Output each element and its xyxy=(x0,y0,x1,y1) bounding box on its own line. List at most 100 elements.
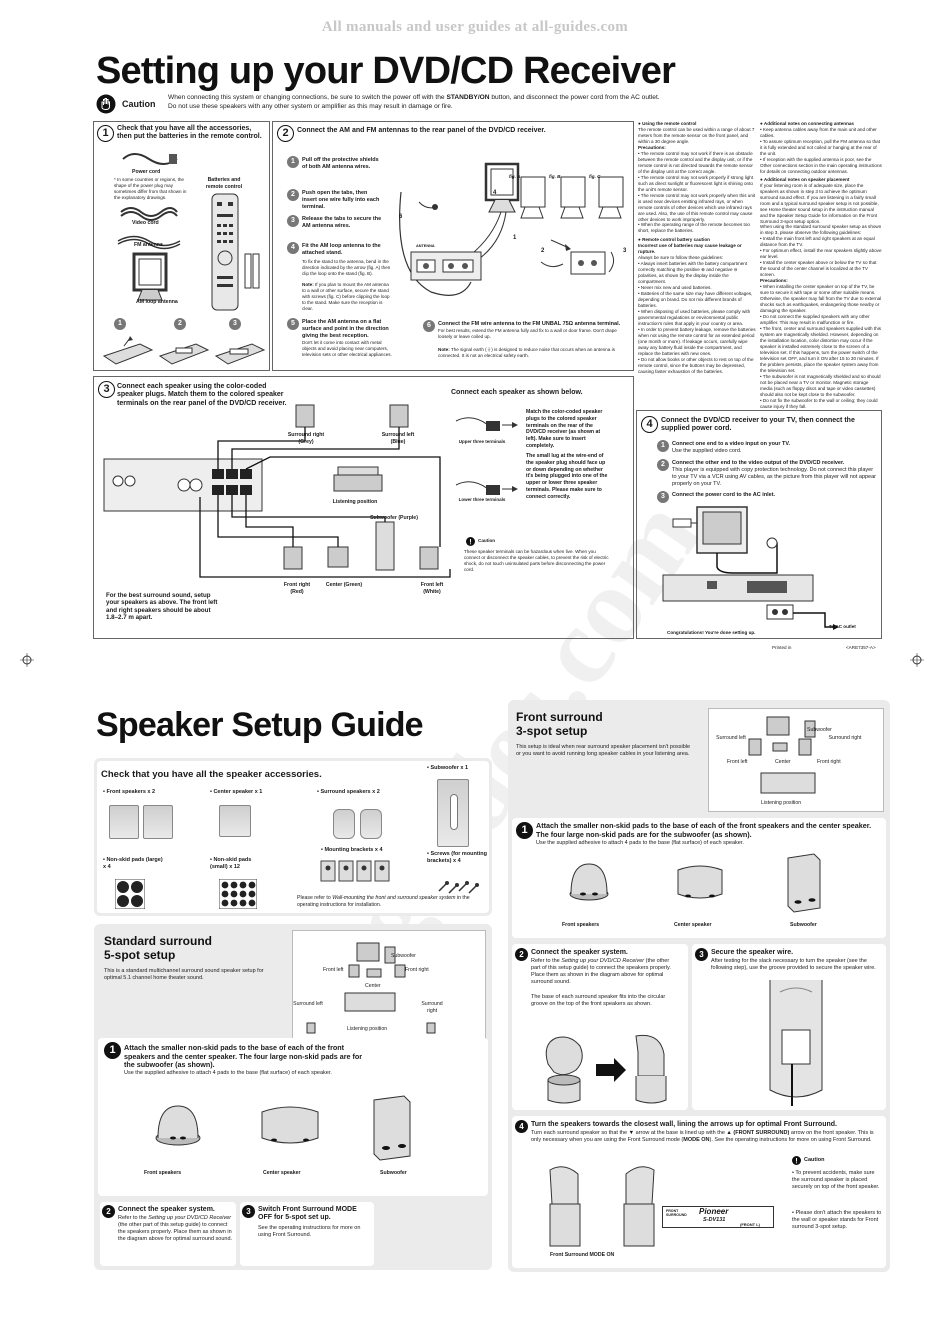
notes-speaker-heading: ● Additional notes on speaker placement xyxy=(760,176,850,182)
step2-s5: Place the AM antenna on a flat surface a… xyxy=(302,319,389,339)
step-title: Connect each speaker using the color-cod… xyxy=(117,383,287,407)
caution-row: Caution When connecting this system or c… xyxy=(96,94,916,118)
front-speaker-icon xyxy=(143,805,173,839)
step-title: Connect the speaker system. xyxy=(531,949,628,956)
step-title: Attach the smaller non-skid pads to the … xyxy=(124,1043,363,1070)
label-subwoofer: Subwoofer xyxy=(391,953,416,959)
subwoofer-item: • Subwoofer x 1 xyxy=(427,765,469,771)
sub-step-number: 1 xyxy=(114,318,126,330)
notes-q2: • Do not connect the supplied speakers w… xyxy=(760,314,870,325)
notes-q3: • The front, center and surround speaker… xyxy=(760,325,882,373)
fig-a-label: fig. A xyxy=(509,174,521,179)
remote-b4: • When the operating range of the remote… xyxy=(638,222,750,234)
label-center: Center xyxy=(775,759,791,765)
power-note: * In some countries or regions, the shap… xyxy=(114,177,187,200)
registration-mark-icon xyxy=(20,653,34,667)
warning-icon: ● xyxy=(638,237,643,243)
label-center: Center (Green) xyxy=(325,582,363,588)
caution-text-2: • Please don't attach the speakers to th… xyxy=(792,1210,882,1230)
caution-text: When connecting this system or changing … xyxy=(168,94,660,110)
speaker-wiring-diagram xyxy=(100,397,460,607)
step2-s5-body: Don't let it come into contact with meta… xyxy=(302,340,392,357)
speaker-plug-diagram xyxy=(452,407,527,517)
remote-precautions: Precautions: xyxy=(638,144,666,150)
label-front-speakers: Front speakers xyxy=(562,922,600,928)
step4-s3: Connect the power cord to the AC inlet. xyxy=(672,492,776,498)
label-listening-position: Listening position xyxy=(332,499,378,505)
step-number: 3 xyxy=(98,381,115,398)
pads-large-item: • Non-skid pads (large) x 4 xyxy=(103,857,163,870)
step-number: 2 xyxy=(515,948,528,961)
notes-g3: • Install the center speaker above or be… xyxy=(760,260,877,278)
step-title: Switch Front Surround MODE OFF for 5-spo… xyxy=(258,1206,357,1222)
accessories-panel: Check that you have all the speaker acce… xyxy=(94,758,492,916)
step2-s1: Pull off the protective shields of both … xyxy=(302,157,379,170)
accessories-heading: Check that you have all the speaker acce… xyxy=(101,769,322,780)
label-subwoofer: Subwoofer (Purple) xyxy=(370,515,418,521)
label-front-left: Front left xyxy=(727,759,748,765)
step2-s6-body: For best results, extend the FM antenna … xyxy=(438,328,617,339)
battery-p2: Always be sure to follow these guideline… xyxy=(638,255,724,261)
battery-c3: • Batteries of the same size may have di… xyxy=(638,291,753,309)
label-front-right: Front right(Red) xyxy=(283,582,311,595)
standard-desc: This is a standard multichannel surround… xyxy=(104,968,264,981)
step4-s2: Connect the other end to the video outpu… xyxy=(672,460,845,466)
battery-heading: ● Remote control battery caution xyxy=(638,237,710,243)
front-surround-tag: FRONT SURROUND xyxy=(666,1209,687,1218)
info-icon: ● xyxy=(760,176,764,182)
remote-b3: • The remote control may not work proper… xyxy=(638,192,756,222)
step-body: Refer to the Setting up your DVD/CD Rece… xyxy=(531,958,671,985)
center-speaker-pads-illustration xyxy=(258,1098,322,1150)
sub-step-number: 4 xyxy=(287,242,299,254)
antenna-terminal-label: ANTENNA xyxy=(416,244,435,248)
label-listening-position: Listening position xyxy=(761,800,802,806)
label-front-left: Front left(White) xyxy=(420,582,444,595)
step2-panel: 2 Connect the AM and FM antennas to the … xyxy=(272,121,634,371)
diagram-number-2: 2 xyxy=(541,248,545,254)
step-number: 4 xyxy=(515,1120,528,1133)
sub-step-number: 3 xyxy=(287,215,299,227)
sub-step-number: 1 xyxy=(657,440,669,452)
label-batteries: Batteries and remote control xyxy=(205,177,243,190)
notes-col: ● Additional notes on connecting antenna… xyxy=(760,121,882,410)
step-body: Refer to the Setting up your DVD/CD Rece… xyxy=(118,1215,233,1242)
speaker-label-plate: Pioneer S-DV131 FRONT SURROUND xyxy=(662,1206,774,1228)
notes-q1: • When installing the center speaker on … xyxy=(760,284,882,314)
notes-a3: • If reception with the supplied antenna… xyxy=(760,156,882,174)
notes-a2: • To assure optimum reception, pull the … xyxy=(760,138,881,156)
step2-s6: Connect the FM wire antenna to the FM UN… xyxy=(438,321,621,327)
sub-step-number: 3 xyxy=(657,491,669,503)
am-loop-antenna-icon xyxy=(130,252,170,302)
surround-speakers-item: • Surround speakers x 2 xyxy=(317,789,380,795)
fm-antenna-icon xyxy=(114,230,184,252)
pads-large-icon xyxy=(115,879,145,909)
step-number: 1 xyxy=(104,1042,121,1059)
battery-steps-illustration xyxy=(100,334,266,368)
label-mode-on: Front Surround MODE ON xyxy=(550,1252,615,1258)
caution-icon xyxy=(792,1156,801,1165)
antenna-wiring-diagram xyxy=(391,152,631,317)
step-body: See the operating instructions for more … xyxy=(258,1225,361,1238)
label-subwoofer: Subwoofer xyxy=(807,727,832,733)
fs-step4: 4 Turn the speakers towards the closest … xyxy=(512,1116,886,1268)
speaker-stack-illustration xyxy=(534,1024,674,1106)
step3-panel: 3 Connect each speaker using the color-c… xyxy=(93,376,634,639)
step-body: Turn each surround speaker so that the ▼… xyxy=(531,1130,874,1143)
label-surround-right: Surround right xyxy=(421,1001,443,1014)
remote-heading: ● Using the remote control xyxy=(638,121,697,126)
step4-s1b: Use the supplied video cord. xyxy=(672,448,742,454)
standard-step1: 1 Attach the smaller non-skid pads to th… xyxy=(98,1038,488,1196)
step-number: 1 xyxy=(516,822,533,839)
battery-c1: • Always insert batteries with the batte… xyxy=(638,261,748,285)
remote-col: ● Using the remote control The remote co… xyxy=(638,121,756,375)
diagram-number-4: 4 xyxy=(493,190,497,196)
step-number: 3 xyxy=(242,1205,255,1218)
caution-label: Caution xyxy=(804,1157,825,1163)
step2-s4-body: To fix the stand to the antenna, bend in… xyxy=(302,259,391,276)
info-icon: ● xyxy=(760,121,764,126)
front-surround-desc: This setup is ideal when rear surround s… xyxy=(516,744,691,757)
label-front-speakers: Front speakers xyxy=(144,1170,182,1176)
info-icon: ● xyxy=(638,121,643,126)
